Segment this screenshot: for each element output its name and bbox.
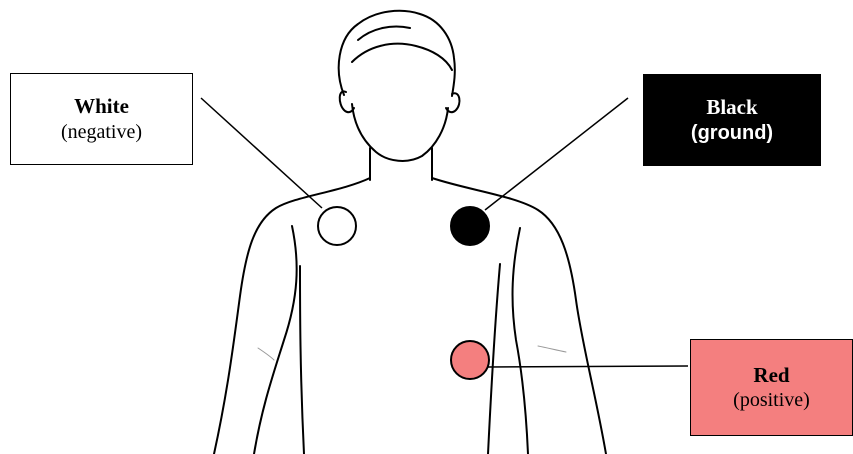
red-electrode bbox=[451, 341, 489, 379]
black-leader-line bbox=[485, 98, 628, 210]
white-electrode bbox=[318, 207, 356, 245]
white-leader-line bbox=[201, 98, 322, 208]
red-label-subtitle: (positive) bbox=[733, 388, 810, 413]
white-label-subtitle: (negative) bbox=[61, 120, 142, 145]
white-negative-label: White (negative) bbox=[10, 73, 193, 165]
white-label-title: White bbox=[74, 93, 129, 119]
red-leader-line bbox=[488, 366, 688, 367]
human-torso-outline-icon bbox=[214, 11, 606, 454]
black-ground-label: Black (ground) bbox=[643, 74, 821, 166]
black-label-title: Black bbox=[706, 94, 757, 120]
red-positive-label: Red (positive) bbox=[690, 339, 853, 436]
black-label-subtitle: (ground) bbox=[691, 121, 773, 146]
red-label-title: Red bbox=[753, 362, 789, 388]
black-electrode bbox=[451, 207, 489, 245]
